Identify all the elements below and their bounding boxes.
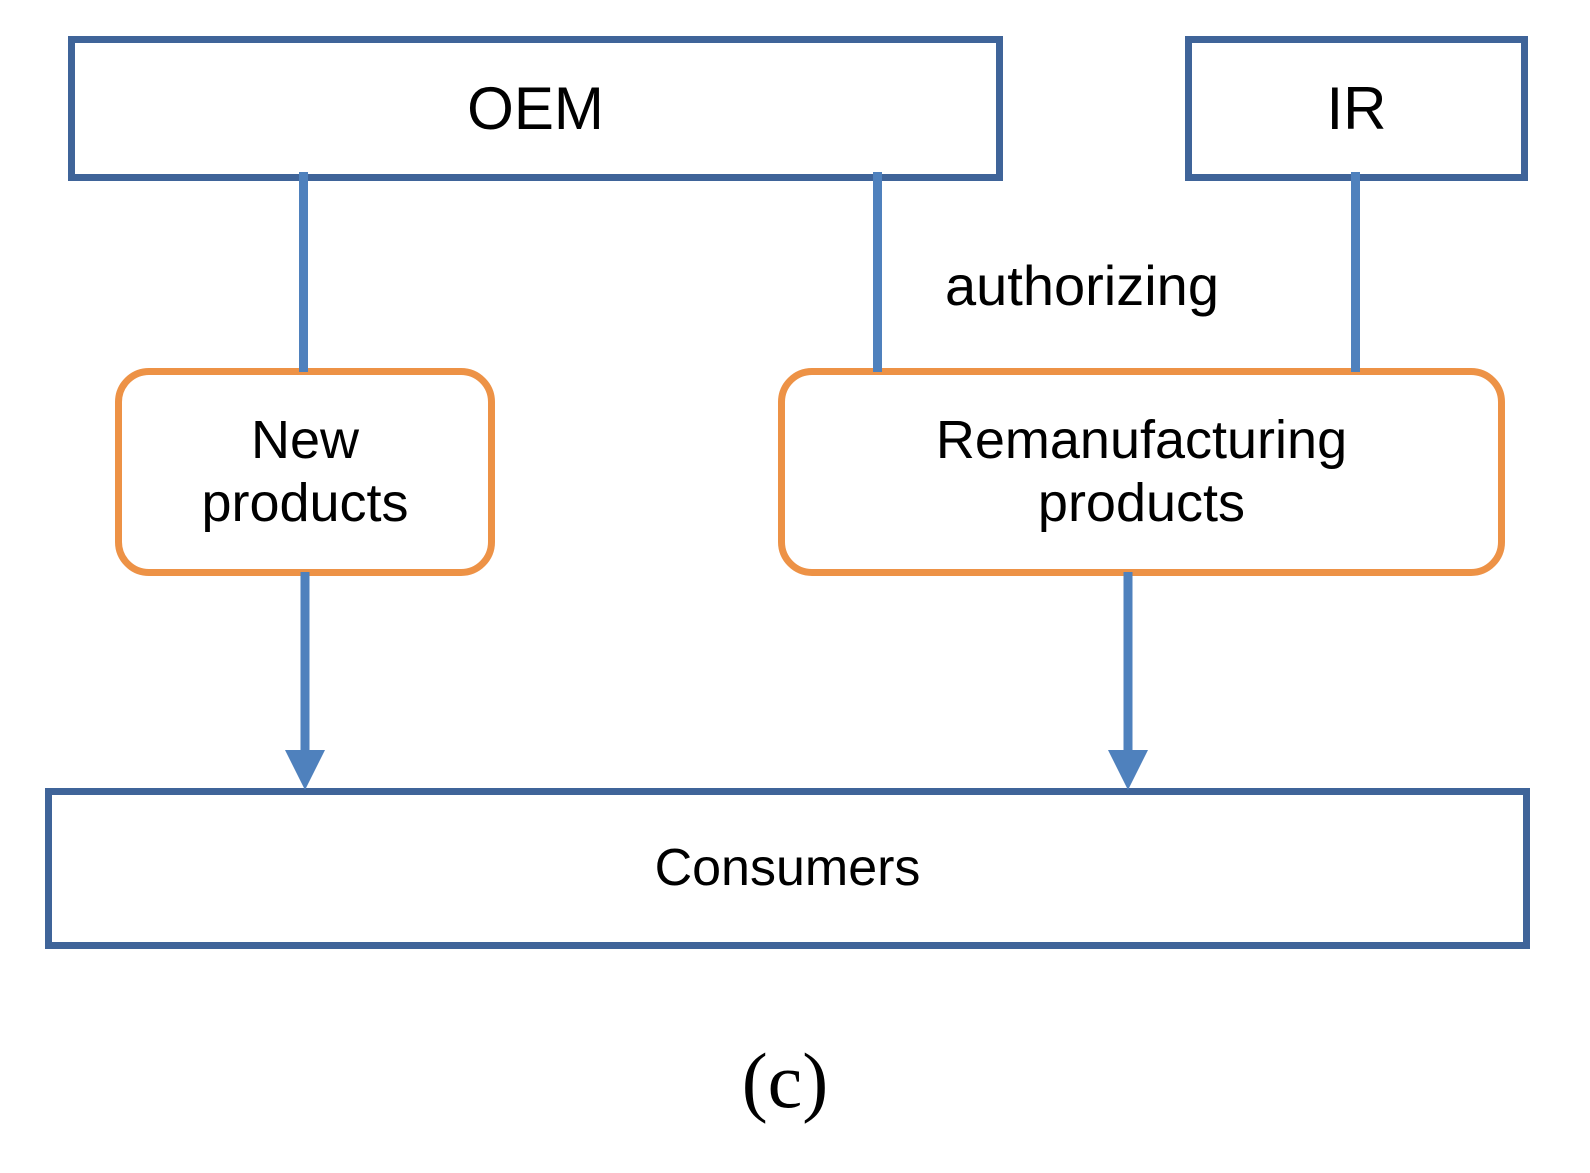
connector-ir-to-remanufacturing	[1351, 172, 1360, 372]
node-ir-label: IR	[1326, 74, 1387, 142]
figure-caption: (c)	[741, 1037, 829, 1124]
node-oem: OEM	[68, 36, 1003, 181]
node-ir: IR	[1185, 36, 1528, 181]
node-new-products-label: New products	[201, 410, 409, 533]
node-remanufacturing-products: Remanufacturing products	[778, 368, 1505, 576]
arrow-remanufacturing-to-consumers	[1108, 572, 1148, 790]
node-oem-label: OEM	[467, 74, 604, 142]
node-consumers-label: Consumers	[654, 839, 921, 898]
connector-oem-to-remanufacturing	[873, 172, 882, 372]
connector-oem-to-new-products	[299, 172, 308, 372]
arrow-new-products-to-consumers	[285, 572, 325, 790]
node-new-products: New products	[115, 368, 495, 576]
edge-label-authorizing: authorizing	[945, 254, 1219, 317]
node-consumers: Consumers	[45, 788, 1530, 949]
node-remanufacturing-products-label: Remanufacturing products	[935, 410, 1348, 533]
